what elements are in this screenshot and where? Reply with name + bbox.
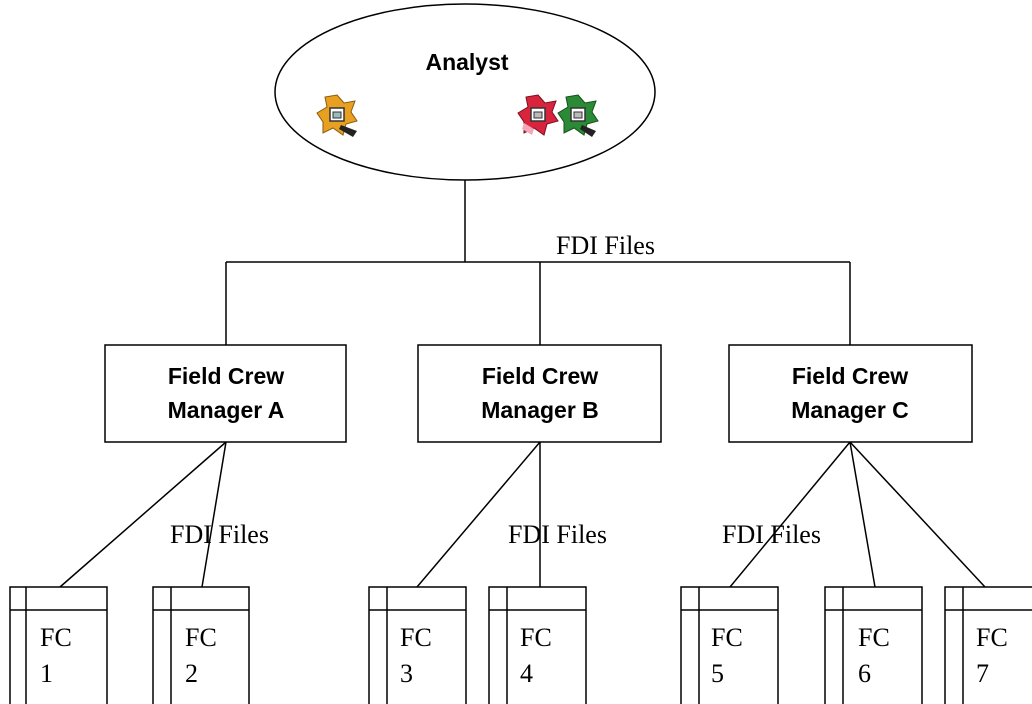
fc-box <box>488 586 587 704</box>
fc-node-3: FC 3 <box>368 586 467 704</box>
fc-node-1: FC 1 <box>9 586 108 704</box>
fc-label-line1: FC <box>400 623 432 652</box>
fc-label-line1: FC <box>40 623 72 652</box>
edge-label-manager-b: FDI Files <box>508 520 607 549</box>
manager-box <box>417 344 662 443</box>
manager-node-b: Field Crew Manager B <box>417 344 662 443</box>
fc-label-line1: FC <box>858 623 890 652</box>
line-a-fc1 <box>59 441 227 588</box>
fc-node-2: FC 2 <box>152 586 250 704</box>
fc-label-line1: FC <box>520 623 552 652</box>
green-gear-icon <box>557 94 599 137</box>
fc-node-6: FC 6 <box>824 586 923 704</box>
edge-label-manager-a: FDI Files <box>170 520 269 549</box>
fc-box <box>680 586 779 704</box>
manager-label-line1: Field Crew <box>482 363 598 389</box>
fc-node-5: FC 5 <box>680 586 779 704</box>
analyst-label: Analyst <box>425 49 508 75</box>
fc-box <box>824 586 923 704</box>
line-c-fc5 <box>729 441 851 588</box>
manager-box <box>104 344 347 443</box>
fc-box <box>368 586 467 704</box>
fc-node-7: FC 7 <box>944 586 1032 704</box>
analyst-ellipse <box>274 3 656 181</box>
line-c-fc6 <box>849 441 876 588</box>
fc-label-line2: 7 <box>976 659 989 688</box>
analyst-node: Analyst <box>274 3 656 181</box>
fc-label-line2: 5 <box>711 659 724 688</box>
connectors <box>59 180 986 588</box>
fc-label-line2: 2 <box>185 659 198 688</box>
line-c-fc7 <box>849 441 986 588</box>
manager-label-line1: Field Crew <box>168 363 284 389</box>
fc-box <box>944 586 1032 704</box>
edge-label-top: FDI Files <box>556 231 655 260</box>
line-a-fc2 <box>201 441 227 588</box>
manager-label-line2: Manager B <box>481 397 599 423</box>
fc-label-line2: 1 <box>40 659 53 688</box>
fc-label-line1: FC <box>711 623 743 652</box>
fc-label-line1: FC <box>185 623 217 652</box>
manager-label-line1: Field Crew <box>792 363 908 389</box>
orange-gear-icon <box>316 94 358 137</box>
line-b-fc3 <box>416 441 541 588</box>
manager-node-c: Field Crew Manager C <box>728 344 973 443</box>
fc-label-line2: 3 <box>400 659 413 688</box>
fc-label-line1: FC <box>976 623 1008 652</box>
manager-label-line2: Manager A <box>168 397 285 423</box>
fc-node-4: FC 4 <box>488 586 587 704</box>
manager-node-a: Field Crew Manager A <box>104 344 347 443</box>
red-gear-icon <box>517 94 559 136</box>
fc-box <box>152 586 250 704</box>
manager-label-line2: Manager C <box>791 397 909 423</box>
fc-label-line2: 6 <box>858 659 871 688</box>
manager-box <box>728 344 973 443</box>
edge-label-manager-c: FDI Files <box>722 520 821 549</box>
fc-label-line2: 4 <box>520 659 533 688</box>
